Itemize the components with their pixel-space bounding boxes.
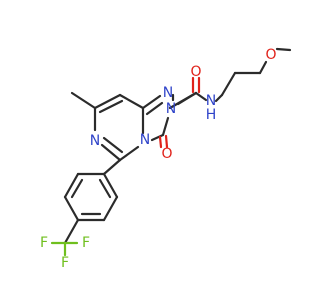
oxygen-bonds [158, 47, 292, 149]
ring-bond-n6-c5 [100, 143, 122, 162]
atom-f-right: F [82, 235, 90, 251]
amide-n-chain-bond [214, 93, 224, 103]
ring-double-n6-c5 [102, 136, 124, 154]
nitrogen-bonds [93, 91, 224, 162]
atom-f-down: F [61, 255, 69, 271]
methyl-bond [70, 91, 97, 110]
fluorine-bonds [50, 241, 79, 257]
phenyl-bond-3 [63, 195, 80, 222]
atom-labels: N N N N N H O O O F F F [40, 47, 277, 271]
phenyl-double-6 [98, 178, 112, 199]
atom-n-amide: N [206, 93, 216, 109]
atom-n4: N [140, 132, 150, 148]
cf3-link-bond [63, 218, 80, 245]
phenyl-bond-6 [102, 172, 119, 199]
ether-bond-1 [258, 60, 268, 75]
atom-n1: N [163, 85, 173, 101]
ring-carbonyl-double [164, 134, 169, 149]
ring-bond-c5-n4 [118, 145, 140, 162]
ring-bond-c3-n4 [150, 133, 165, 142]
n2-ch2-bond [176, 91, 198, 106]
structure-drawing: N N N N N H O O O F F F [40, 47, 292, 271]
atom-h-amide: H [206, 107, 217, 123]
molecule-structure: N N N N N H O O O F F F [40, 47, 292, 271]
ring-bond-c8-c8a [118, 93, 145, 110]
aryl-link-bond [102, 158, 122, 176]
atom-f-left: F [40, 235, 48, 251]
atom-n2: N [166, 101, 176, 117]
phenyl-bond-5 [102, 195, 119, 222]
atom-o-ether: O [265, 47, 276, 63]
phenyl-double-2 [70, 178, 84, 199]
ring-bond-c7-c8 [93, 93, 122, 110]
amide-c-n-bond [194, 91, 208, 102]
atom-o-amide-carbonyl: O [190, 64, 201, 80]
ether-methyl-bond [275, 47, 292, 52]
atom-o-ring-carbonyl: O [161, 146, 172, 162]
ring-double-c7-c8 [98, 99, 124, 114]
chain-bond-1 [220, 71, 237, 97]
ring-double-c8a-n1 [145, 101, 164, 116]
atom-n6: N [90, 133, 100, 149]
ring-bond-c8a-n1 [141, 94, 162, 110]
ring-bond-n2-c3 [161, 116, 170, 137]
phenyl-bond-2 [63, 172, 80, 199]
ring-carbonyl-bond [158, 135, 163, 149]
